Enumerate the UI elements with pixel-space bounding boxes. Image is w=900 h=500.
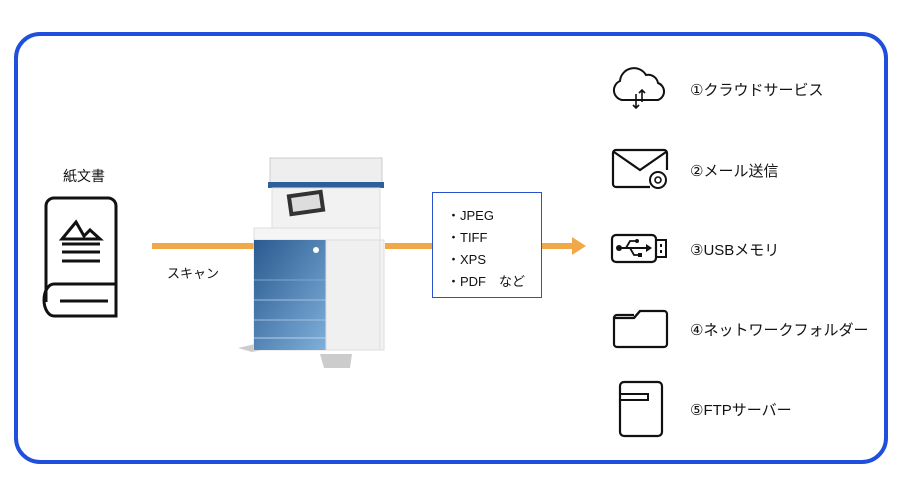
destination-network-folder-label: ④ネットワークフォルダー: [690, 322, 869, 339]
scan-label: スキャン: [167, 266, 220, 281]
format-item: ・XPS: [447, 252, 487, 267]
destination-email-label: ②メール送信: [690, 163, 779, 180]
format-list-box: ・JPEG ・TIFF ・XPS ・PDF など: [432, 192, 542, 298]
folder-icon: [612, 309, 669, 349]
server-icon: [618, 380, 664, 438]
source-label: 紙文書: [63, 168, 105, 184]
destination-ftp-label: ⑤FTPサーバー: [690, 402, 792, 419]
destination-cloud-label: ①クラウドサービス: [690, 82, 824, 99]
multifunction-printer-image: [238, 157, 385, 368]
email-at-icon: [611, 148, 669, 189]
format-item: ・TIFF: [447, 230, 488, 245]
diagram-frame: [14, 32, 888, 464]
format-item: ・JPEG: [447, 208, 494, 223]
destination-usb-label: ③USBメモリ: [690, 242, 780, 259]
format-item: ・PDF など: [447, 274, 526, 289]
paper-document-icon: [42, 196, 118, 318]
output-connector: [385, 243, 433, 249]
scan-connector: [152, 243, 256, 249]
usb-drive-icon: [610, 233, 667, 264]
output-arrow: [542, 237, 586, 255]
cloud-sync-icon: [612, 67, 665, 110]
